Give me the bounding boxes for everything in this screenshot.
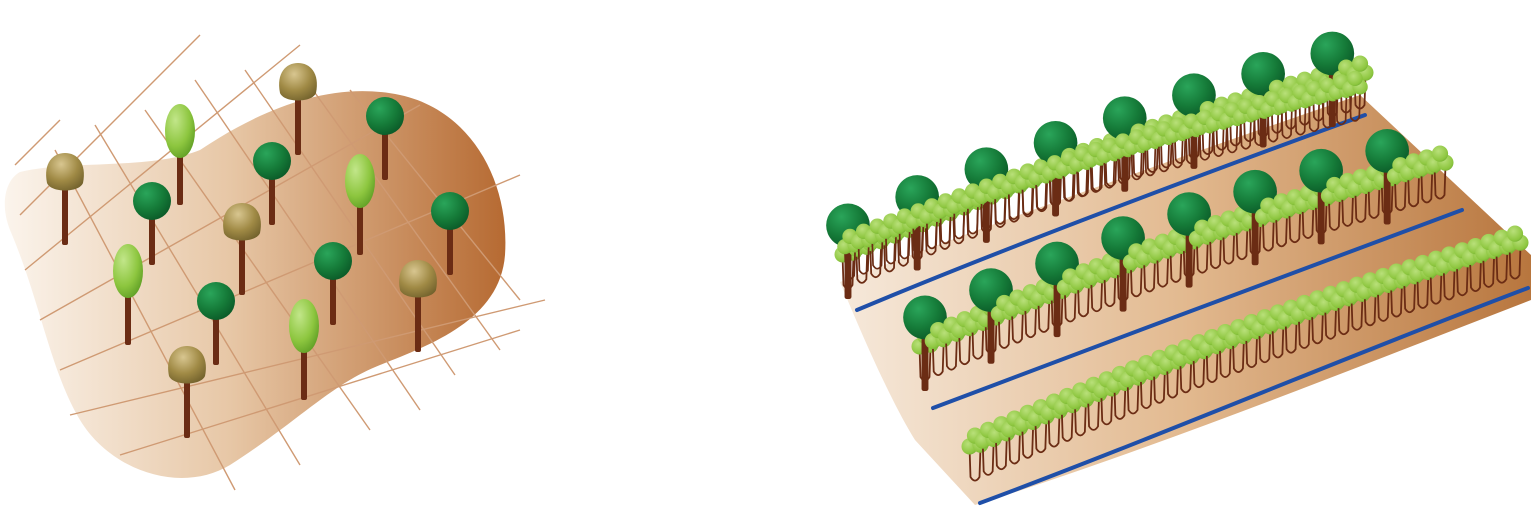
crown [197,282,235,320]
crown [431,192,469,230]
crown [289,299,319,353]
crown [46,153,84,191]
crown [314,242,352,280]
shrub-leaf [1352,56,1368,72]
shrub-leaf [1507,226,1523,242]
shrub-leaf [1347,71,1362,86]
crown [165,104,195,158]
crown [345,154,375,208]
trunk [295,95,301,155]
alley-cropping-panel [826,32,1531,505]
crown [279,63,317,101]
trunk [239,235,245,295]
crown [399,260,437,298]
crown [168,346,206,384]
crown [366,97,404,135]
crown [223,203,261,241]
crown [253,142,291,180]
random-planting-panel [5,35,545,490]
trunk [184,378,190,438]
crown [133,182,171,220]
crown [113,244,143,298]
shrub-leaf [1432,146,1448,162]
trunk [62,185,68,245]
trunk [415,292,421,352]
